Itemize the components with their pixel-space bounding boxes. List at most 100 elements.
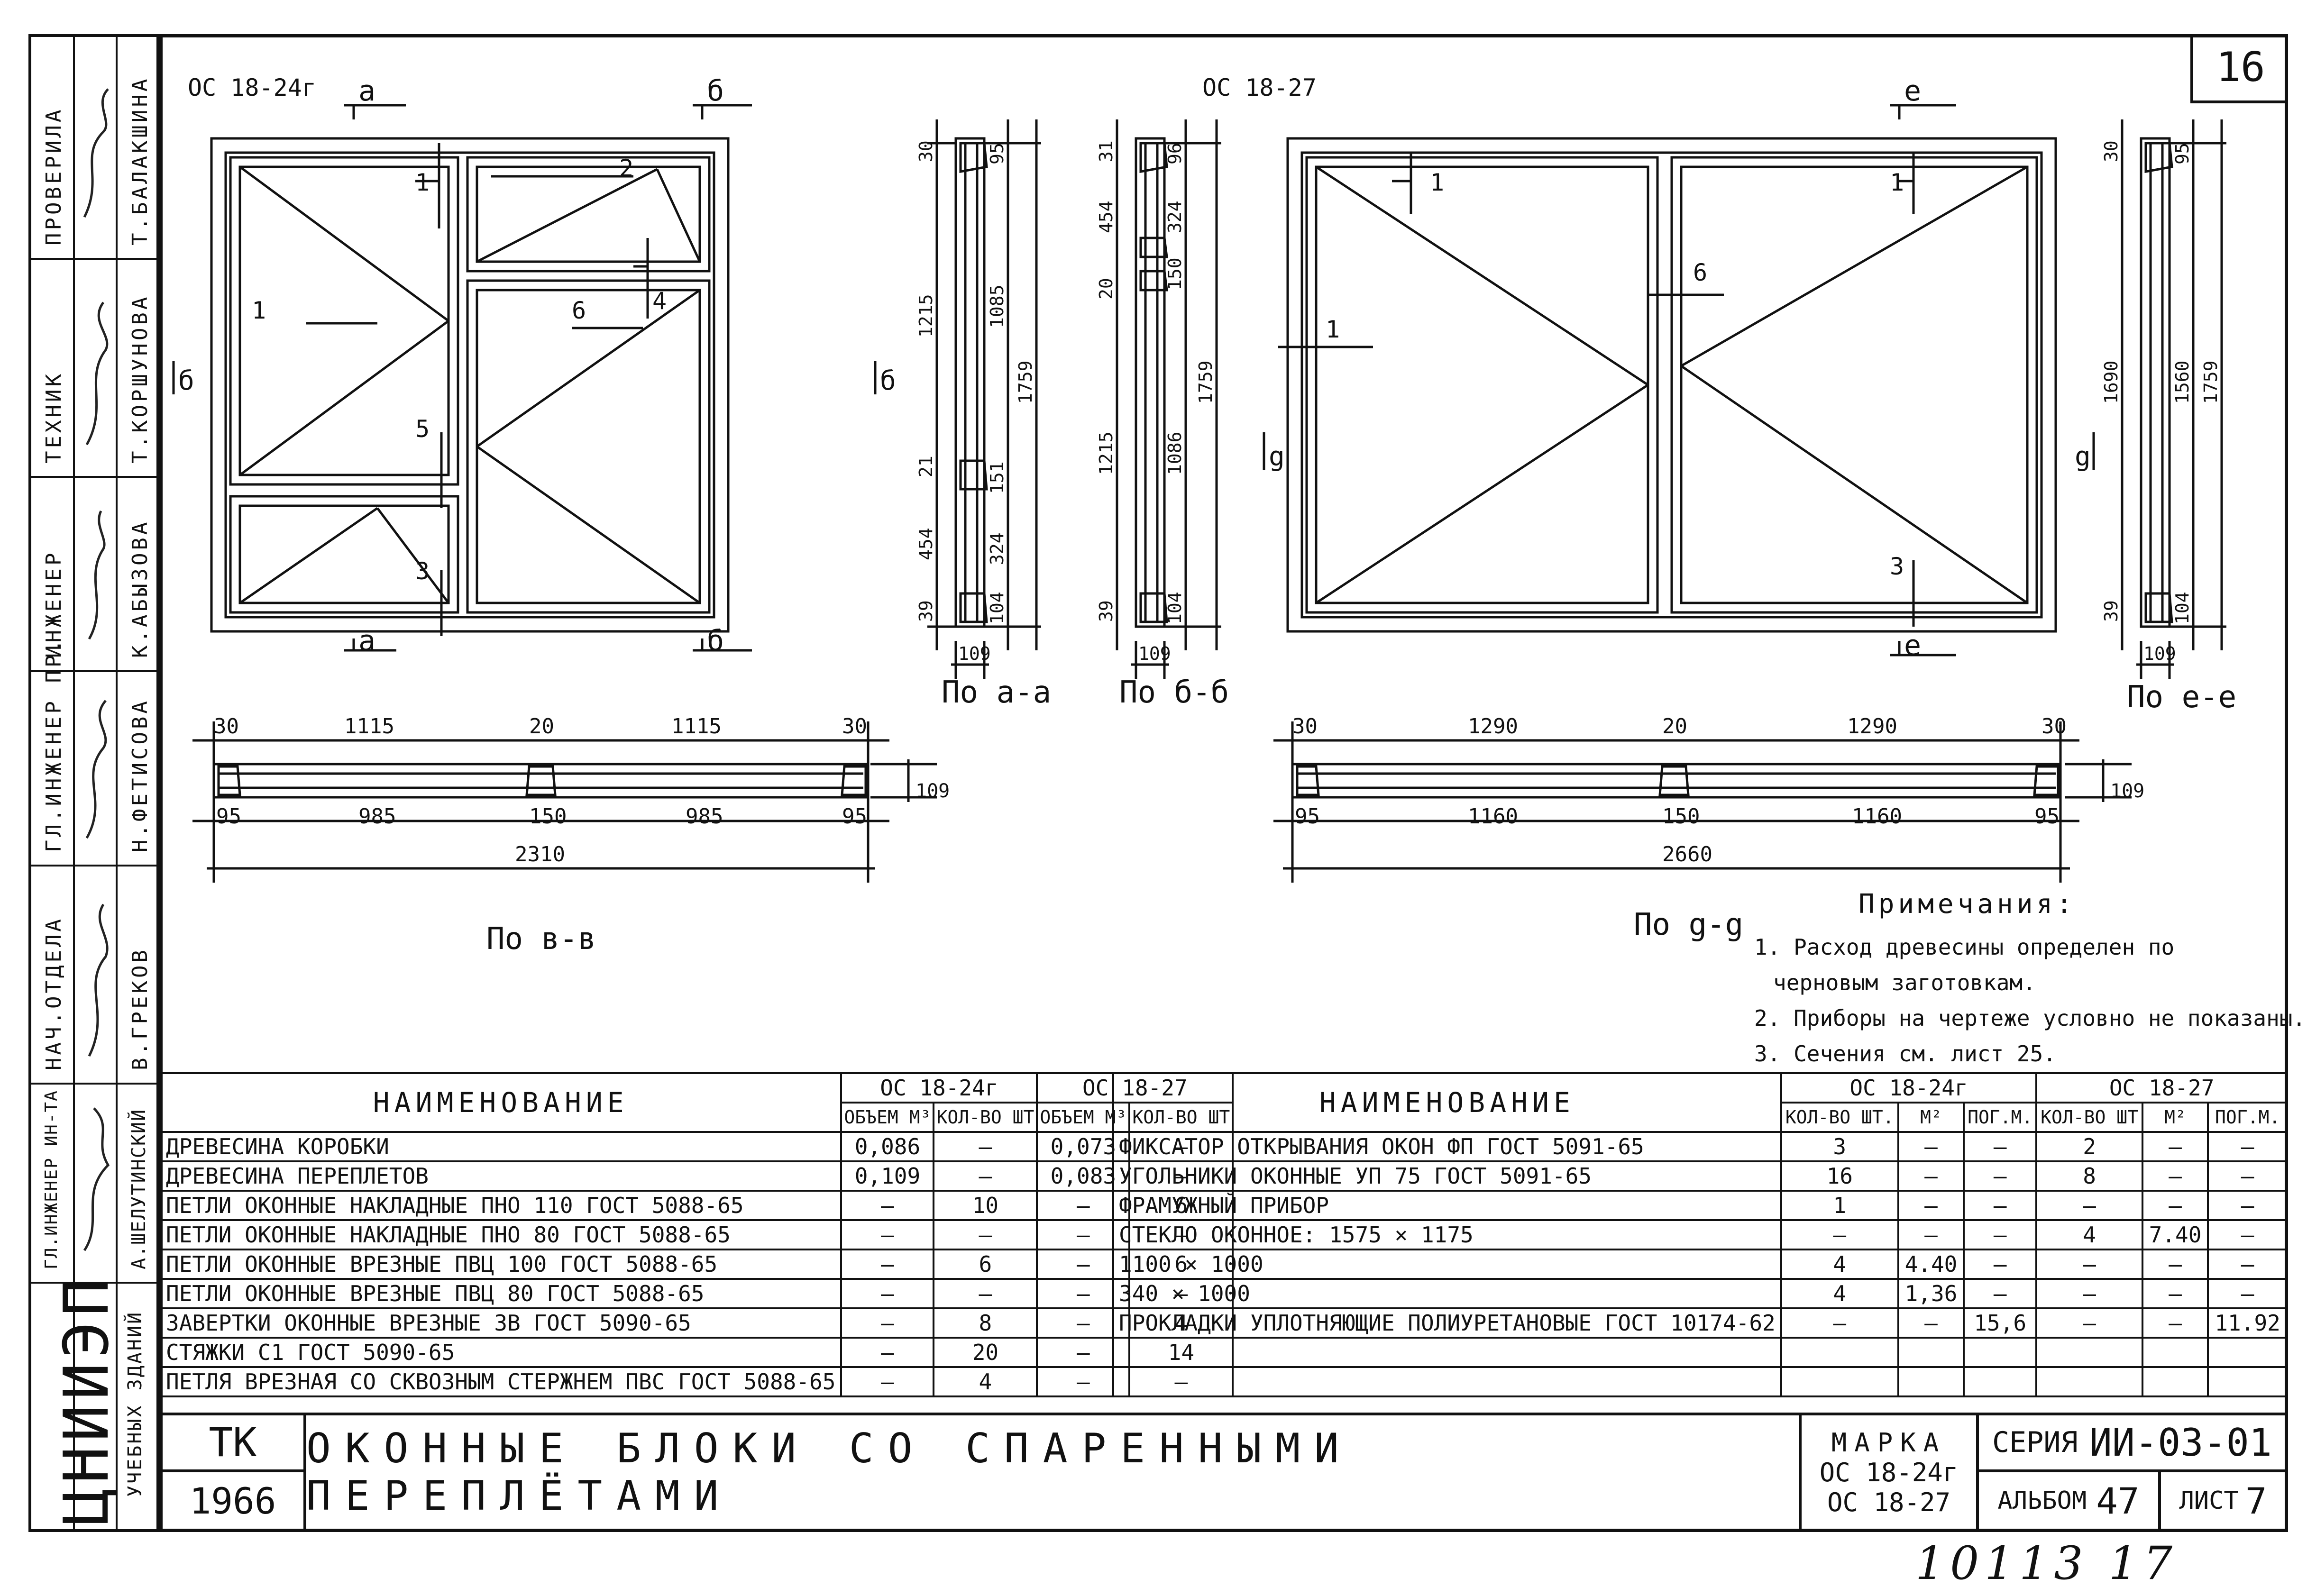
callout-4: 4	[652, 287, 667, 315]
left-window-frame-outer	[210, 137, 730, 633]
table-cell-value: —	[2207, 1190, 2288, 1221]
section-gg-label: По g-g	[1634, 907, 1743, 942]
table-cell-value: —	[2141, 1278, 2209, 1309]
table-cell-name: ФИКСАТОР ОТКРЫВАНИЯ ОКОН ФП ГОСТ 5091-65	[1112, 1131, 1782, 1162]
svg-text:21: 21	[915, 456, 936, 477]
table-cell-name: ПЕТЛИ ОКОННЫЕ ВРЕЗНЫЕ ПВЦ 100 ГОСТ 5088-…	[159, 1249, 842, 1280]
svg-text:1160: 1160	[1468, 804, 1518, 829]
table-row: ЗАВЕРТКИ ОКОННЫЕ ВРЕЗНЫЕ ЗВ ГОСТ 5090-65…	[159, 1307, 1234, 1339]
table-row	[1112, 1337, 2288, 1368]
table-cell-value: —	[1780, 1307, 1899, 1339]
note-2: 2. Приборы на чертеже условно не показан…	[1754, 1005, 2306, 1031]
table-cell-value: 11.92	[2207, 1307, 2288, 1339]
handwritten-number: 10113 17	[1915, 1537, 2179, 1590]
table-cell-value: 6	[933, 1249, 1038, 1280]
cut-b-left: б	[178, 365, 194, 396]
svg-text:985: 985	[686, 804, 723, 829]
table-cell-value	[2141, 1366, 2209, 1397]
svg-text:104: 104	[987, 592, 1007, 624]
table-cell-name: СТЯЖКИ С1 ГОСТ 5090-65	[159, 1337, 842, 1368]
table-cell-value: —	[1780, 1219, 1899, 1250]
svg-text:150: 150	[1662, 804, 1700, 829]
stamp-role-5: НАЧ.ОТДЕЛА	[42, 916, 66, 1070]
svg-text:20: 20	[529, 714, 554, 739]
svg-text:1160: 1160	[1852, 804, 1902, 829]
table-cell-value: —	[840, 1249, 935, 1280]
table-cell-value: —	[2141, 1160, 2209, 1192]
svg-text:109: 109	[2110, 780, 2144, 802]
svg-text:109: 109	[915, 780, 950, 802]
table-cell-value: —	[1897, 1307, 1965, 1339]
table-cell-value: —	[2035, 1190, 2143, 1221]
table-cell-value: —	[2207, 1131, 2288, 1162]
table-row: ПРОКЛАДКИ УПЛОТНЯЮЩИЕ ПОЛИУРЕТАНОВЫЕ ГОС…	[1112, 1307, 2288, 1339]
svg-text:39: 39	[1096, 600, 1117, 622]
title-block-album: АЛЬБОМ 47	[1976, 1469, 2161, 1532]
cut-g-right: g	[2075, 441, 2091, 472]
svg-text:324: 324	[987, 532, 1007, 565]
table-cell-value	[2141, 1337, 2209, 1368]
table-cell-value: —	[2035, 1307, 2143, 1339]
table-cell-value: —	[2207, 1278, 2288, 1309]
stamp-name-1: Т.БАЛАКШИНА	[128, 76, 152, 246]
svg-text:96: 96	[1164, 143, 1185, 164]
table-cell-value	[1780, 1366, 1899, 1397]
svg-text:1290: 1290	[1468, 714, 1518, 739]
section-vv-label: По в-в	[486, 921, 596, 957]
table-cell-value: 15,6	[1963, 1307, 2038, 1339]
marka-2: ОС 18-27	[1827, 1487, 1951, 1517]
callout-2: 2	[619, 155, 633, 182]
callout-1e: 1	[1326, 316, 1340, 343]
callout-6b: 6	[1693, 259, 1707, 286]
table-cell-name	[1112, 1337, 1782, 1368]
table-cell-value: 1,36	[1897, 1278, 1965, 1309]
table-cell-value: —	[840, 1278, 935, 1309]
table-cell-value: —	[1897, 1160, 1965, 1192]
marka-1: ОС 18-24г	[1819, 1457, 1959, 1487]
table-cell-value	[2207, 1337, 2288, 1368]
table-cell-value: 2	[2035, 1131, 2143, 1162]
table-cell-value: 16	[1780, 1160, 1899, 1192]
table-row	[1112, 1366, 2288, 1397]
album-value: 47	[2096, 1479, 2140, 1522]
svg-text:1759: 1759	[1015, 360, 1036, 404]
table-cell-value: —	[840, 1337, 935, 1368]
table-cell-name: ПЕТЛЯ ВРЕЗНАЯ СО СКВОЗНЫМ СТЕРЖНЕМ ПВС Г…	[159, 1366, 842, 1397]
table-cell-value: 4.40	[1897, 1249, 1965, 1280]
stamp-role-2: ТЕХНИК	[42, 371, 66, 464]
table-cell-value: —	[2207, 1249, 2288, 1280]
table-cell-value: 10	[933, 1190, 1038, 1221]
table-cell-value	[1780, 1337, 1899, 1368]
table-cell-name: ПЕТЛИ ОКОННЫЕ ВРЕЗНЫЕ ПВЦ 80 ГОСТ 5088-6…	[159, 1278, 842, 1309]
sheet-number: 16	[2190, 34, 2288, 103]
svg-text:20: 20	[1662, 714, 1687, 739]
svg-text:985: 985	[358, 804, 396, 829]
table-cell-name: ЗАВЕРТКИ ОКОННЫЕ ВРЕЗНЫЕ ЗВ ГОСТ 5090-65	[159, 1307, 842, 1339]
table-cell-value: 7.40	[2141, 1219, 2209, 1250]
svg-text:30: 30	[214, 714, 239, 739]
svg-text:1560: 1560	[2172, 360, 2193, 404]
title-block-sheet: ЛИСТ 7	[2158, 1469, 2288, 1532]
table-cell-value: —	[2207, 1160, 2288, 1192]
title-block-year: 1966	[159, 1469, 306, 1532]
cut-e-top: е	[1904, 74, 1921, 108]
marka-label: МАРКА	[1831, 1427, 1947, 1458]
section-aa-label: По а-а	[942, 675, 1051, 710]
svg-text:30: 30	[1292, 714, 1318, 739]
sheet-label: ЛИСТ	[2179, 1487, 2239, 1515]
svg-text:95: 95	[216, 804, 241, 829]
table-cell-value: —	[933, 1160, 1038, 1192]
table-cell-value: —	[840, 1366, 935, 1397]
table-cell-name: ПРОКЛАДКИ УПЛОТНЯЮЩИЕ ПОЛИУРЕТАНОВЫЕ ГОС…	[1112, 1307, 1782, 1339]
stamp-name-6: А.ШЕЛУТИНСКИЙ	[128, 1108, 150, 1269]
approval-stamp: ПРОВЕРИЛА Т.БАЛАКШИНА ТЕХНИК Т.КОРШУНОВА…	[28, 34, 159, 1532]
table-cell-value: 0,086	[840, 1131, 935, 1162]
table-row: ПЕТЛИ ОКОННЫЕ НАКЛАДНЫЕ ПНО 110 ГОСТ 508…	[159, 1190, 1234, 1221]
svg-text:1690: 1690	[2101, 360, 2122, 404]
callout-1c: 1	[1430, 169, 1444, 196]
